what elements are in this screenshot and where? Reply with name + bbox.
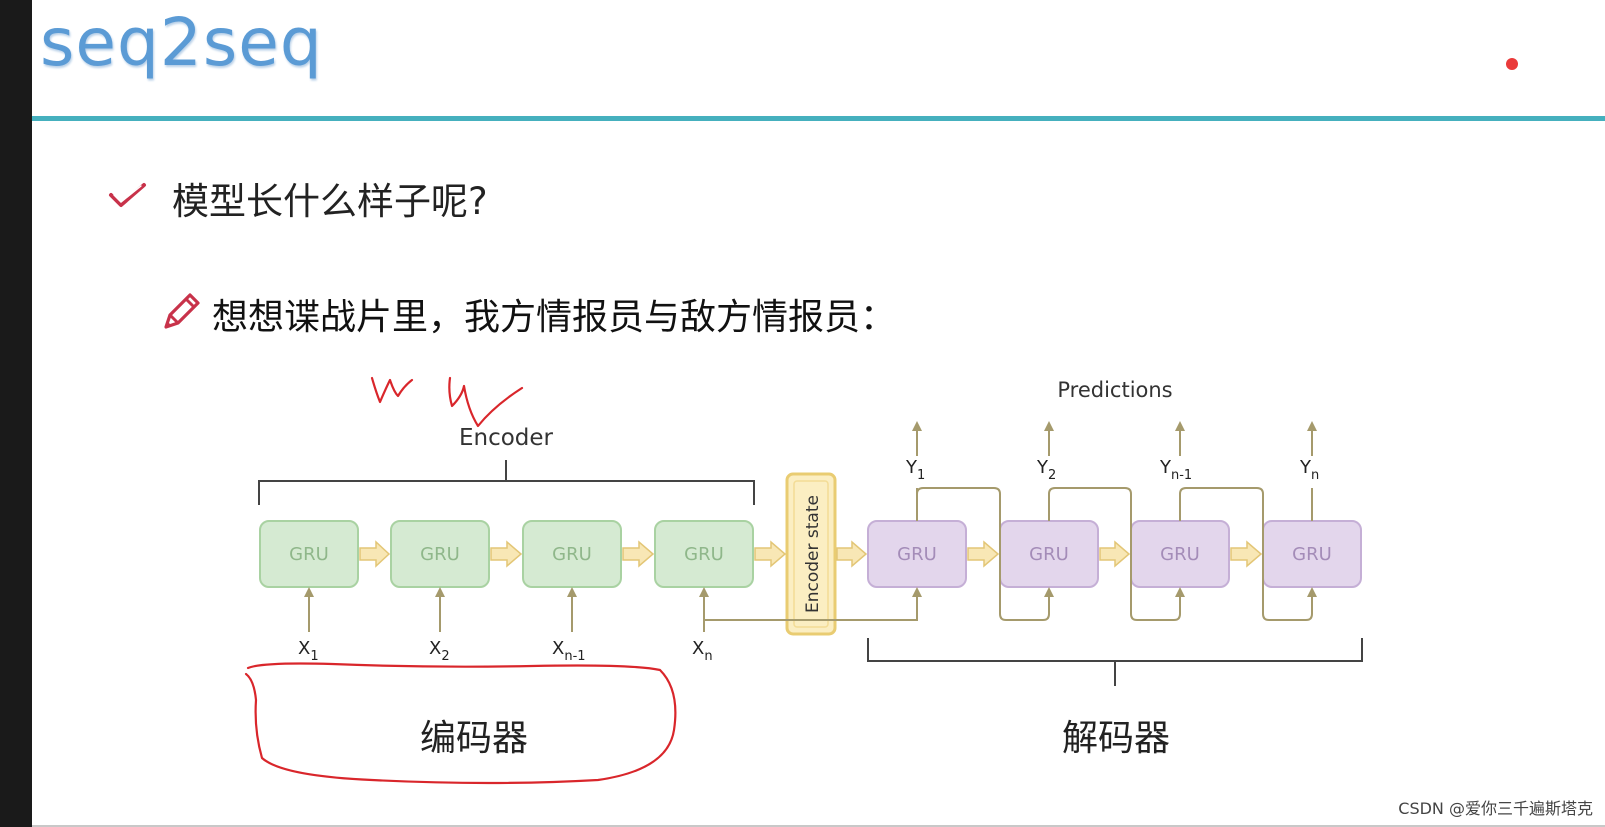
watermark: CSDN @爱你三千遍斯塔克: [1398, 799, 1593, 818]
output-labels: Y1 Y2 Yn-1 Yn: [905, 457, 1319, 483]
output-label-2: Y2: [1036, 457, 1056, 483]
pencil-icon: [160, 291, 202, 337]
encoder-bracket: [258, 460, 755, 505]
svg-text:GRU: GRU: [552, 544, 592, 565]
input-label-3: Xn-1: [552, 638, 586, 664]
input-labels: X1 X2 Xn-1 Xn: [298, 638, 713, 664]
svg-text:GRU: GRU: [684, 544, 724, 565]
svg-text:GRU: GRU: [1029, 544, 1069, 565]
encoder-cell-3: GRU: [522, 520, 622, 588]
decoder-cn-label: 解码器: [1062, 718, 1170, 759]
decoder-feedback-lines: [704, 487, 1317, 621]
encoder-state-box: Encoder state: [785, 472, 837, 636]
svg-text:GRU: GRU: [420, 544, 460, 565]
bullet-question: 模型长什么样子呢?: [108, 168, 488, 228]
bullet-question-text: 模型长什么样子呢?: [172, 180, 488, 223]
handwritten-annotation: [244, 376, 677, 785]
decoder-cell-4: GRU: [1262, 520, 1362, 588]
input-label-1: X1: [298, 638, 319, 664]
svg-text:GRU: GRU: [289, 544, 329, 565]
bullet-analogy-text: 想想谍战片里，我方情报员与敌方情报员：: [212, 297, 897, 338]
seq2seq-diagram: Encoder Predictions GRU GRU GRU GRU Enco…: [244, 376, 1363, 785]
encoder-cell-2: GRU: [390, 520, 490, 588]
decoder-cell-2: GRU: [999, 520, 1099, 588]
input-label-4: Xn: [692, 638, 713, 664]
slide-title: seq2seq: [40, 4, 323, 81]
input-arrows: [304, 587, 709, 632]
decoder-bracket: [867, 638, 1363, 686]
hidden-state-arrows: [359, 540, 1263, 568]
encoder-label: Encoder: [459, 425, 554, 451]
check-icon: [108, 181, 148, 215]
output-label-4: Yn: [1299, 457, 1319, 483]
svg-text:Encoder state: Encoder state: [803, 495, 823, 613]
prediction-arrows: [912, 421, 1317, 521]
svg-text:GRU: GRU: [1292, 544, 1332, 565]
decoder-cell-1: GRU: [867, 520, 967, 588]
encoder-cell-1: GRU: [259, 520, 359, 588]
encoder-cell-4: GRU: [654, 520, 754, 588]
decoder-cell-3: GRU: [1130, 520, 1230, 588]
title-divider: [32, 116, 1605, 121]
slide: seq2seq 模型长什么样子呢? 想想谍战片里，我方情报员与敌方情报员：: [32, 0, 1605, 827]
encoder-cn-label: 编码器: [420, 718, 528, 759]
svg-text:GRU: GRU: [1160, 544, 1200, 565]
predictions-label: Predictions: [1057, 378, 1172, 402]
laser-pointer-dot: [1506, 58, 1518, 70]
svg-text:GRU: GRU: [897, 544, 937, 565]
input-label-2: X2: [429, 638, 450, 664]
output-label-3: Yn-1: [1159, 457, 1192, 483]
output-label-1: Y1: [905, 457, 925, 483]
bullet-analogy: 想想谍战片里，我方情报员与敌方情报员：: [160, 284, 896, 344]
bottom-scroll-track: [32, 825, 1605, 827]
